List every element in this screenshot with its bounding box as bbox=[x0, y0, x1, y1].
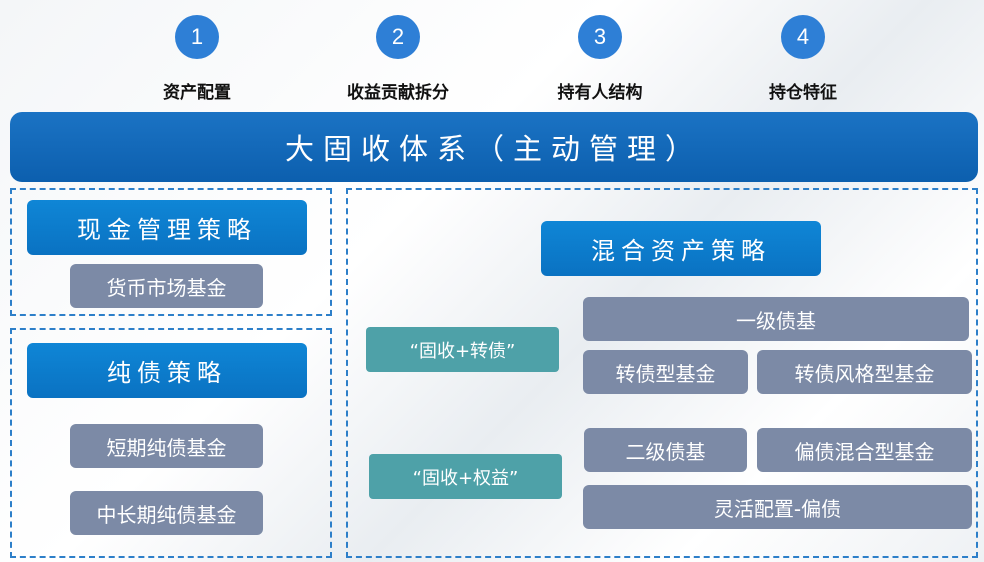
step-2-circle: 2 bbox=[376, 15, 420, 59]
fund-short-term-bond: 短期纯债基金 bbox=[70, 424, 263, 468]
fund-convertible-style: 转债风格型基金 bbox=[757, 350, 972, 394]
step-4-label: 持仓特征 bbox=[769, 83, 837, 103]
mixed-strategy-region bbox=[346, 188, 978, 558]
mixed-strategy-title: 混合资产策略 bbox=[541, 221, 821, 276]
cash-strategy-title: 现金管理策略 bbox=[27, 200, 307, 255]
fund-secondary-bond: 二级债基 bbox=[584, 428, 747, 472]
fund-primary-bond: 一级债基 bbox=[583, 297, 969, 341]
system-banner: 大固收体系（主动管理） bbox=[10, 112, 978, 182]
cash-strategy-region bbox=[10, 188, 332, 316]
fund-mid-long-term-bond: 中长期纯债基金 bbox=[70, 491, 263, 535]
fund-flexible-allocation: 灵活配置-偏债 bbox=[583, 485, 972, 529]
fund-money-market: 货币市场基金 bbox=[70, 264, 263, 308]
combo-fixed-income-convertible: “固收+转债” bbox=[366, 327, 559, 372]
step-1-circle: 1 bbox=[175, 15, 219, 59]
pure-bond-strategy-region bbox=[10, 328, 332, 558]
combo-fixed-income-equity: “固收+权益” bbox=[369, 454, 562, 499]
step-1-label: 资产配置 bbox=[163, 83, 231, 103]
fund-convertible-bond: 转债型基金 bbox=[583, 350, 748, 394]
step-2-label: 收益贡献拆分 bbox=[347, 83, 449, 103]
step-3-label: 持有人结构 bbox=[557, 83, 643, 103]
fund-bond-biased-mixed: 偏债混合型基金 bbox=[757, 428, 972, 472]
step-4-circle: 4 bbox=[781, 15, 825, 59]
pure-bond-strategy-title: 纯债策略 bbox=[27, 343, 307, 398]
step-3-circle: 3 bbox=[578, 15, 622, 59]
